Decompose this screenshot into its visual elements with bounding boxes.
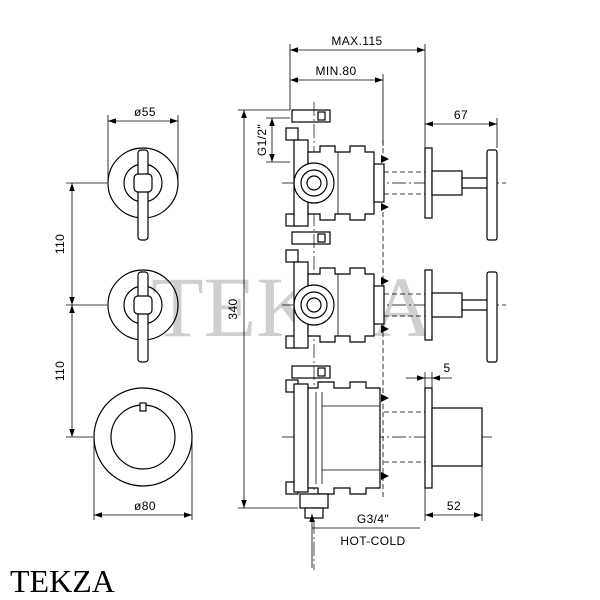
- middle-lever: [486, 271, 498, 363]
- thermo-mount-bracket: [291, 365, 331, 379]
- upper-inlet-port-inner: [306, 175, 322, 191]
- middle-valve-lever: [137, 271, 149, 363]
- upper-lever: [486, 149, 498, 241]
- upper-mount-slot: [317, 111, 326, 121]
- thermo-mount-slot: [317, 367, 326, 377]
- brand-logo-text: TEKZA: [10, 563, 115, 599]
- middle-cartridge-front: [373, 285, 385, 325]
- middle-mount-slot: [317, 233, 326, 243]
- thermo-escutcheon-plate: [424, 387, 433, 489]
- middle-lever-shaft: [461, 299, 490, 311]
- middle-valve-body: [307, 267, 375, 343]
- upper-wall-mark-bottom: [381, 203, 389, 211]
- spacing-lower-label: 110: [53, 361, 67, 381]
- middle-wall-mark-top: [381, 277, 389, 285]
- thermo-knob: [431, 407, 483, 467]
- upper-escutcheon-plate: [424, 147, 433, 219]
- inlet-thread-label: G1/2": [255, 124, 269, 156]
- knob-proj-label: 52: [447, 499, 461, 513]
- dia80-label: ø80: [134, 499, 156, 513]
- upper-wall-mark-top: [381, 155, 389, 163]
- upper-inlet-port-outer: [293, 162, 335, 204]
- height-label: 340: [226, 298, 240, 319]
- watermark: TEKZA: [151, 259, 433, 355]
- middle-handle-cap: [431, 292, 463, 318]
- middle-inlet-port-mid: [300, 291, 328, 319]
- side-view: 340 G1/2" MAX.115 MIN.80 67 5 52 G3/4": [226, 34, 506, 570]
- thermo-outlet-fitting: [299, 493, 329, 509]
- thermo-wall-mark-top: [381, 394, 389, 402]
- upper-valve-lever: [137, 149, 149, 241]
- upper-lever-shaft: [461, 177, 490, 189]
- outlet-label: HOT-COLD: [340, 534, 405, 548]
- min-depth-label: MIN.80: [315, 64, 356, 78]
- plate-thickness-label: 5: [443, 361, 450, 375]
- thermo-wall-mark-bottom: [381, 472, 389, 480]
- upper-inlet-port-mid: [300, 169, 328, 197]
- middle-mount-bracket: [291, 231, 331, 245]
- upper-mount-bracket: [291, 109, 331, 123]
- lever-proj-label: 67: [454, 108, 468, 122]
- max-depth-label: MAX.115: [331, 34, 382, 48]
- middle-valve-hub: [133, 295, 153, 315]
- thermostat-indicator: [139, 402, 147, 412]
- middle-inlet-port-inner: [306, 297, 322, 313]
- thermostat-body: [307, 381, 381, 495]
- middle-escutcheon-plate: [424, 269, 433, 341]
- middle-wall-mark-bottom: [381, 325, 389, 333]
- upper-valve-hub: [133, 173, 153, 193]
- upper-valve-body: [307, 145, 375, 221]
- thermostat-knob: [110, 404, 176, 470]
- spacing-upper-label: 110: [53, 234, 67, 254]
- outlet-thread-label: G3/4": [357, 512, 389, 526]
- middle-mount-tab-top: [285, 249, 299, 263]
- front-view: ø55 110 110 ø80: [53, 105, 193, 520]
- upper-mount-tab-top: [285, 127, 299, 141]
- dia55-label: ø55: [134, 105, 156, 119]
- thermo-rear-plate: [293, 383, 309, 493]
- middle-inlet-port-outer: [293, 284, 335, 326]
- thermo-outlet-pipe: [304, 507, 324, 519]
- upper-cartridge-front: [373, 163, 385, 203]
- upper-handle-cap: [431, 170, 463, 196]
